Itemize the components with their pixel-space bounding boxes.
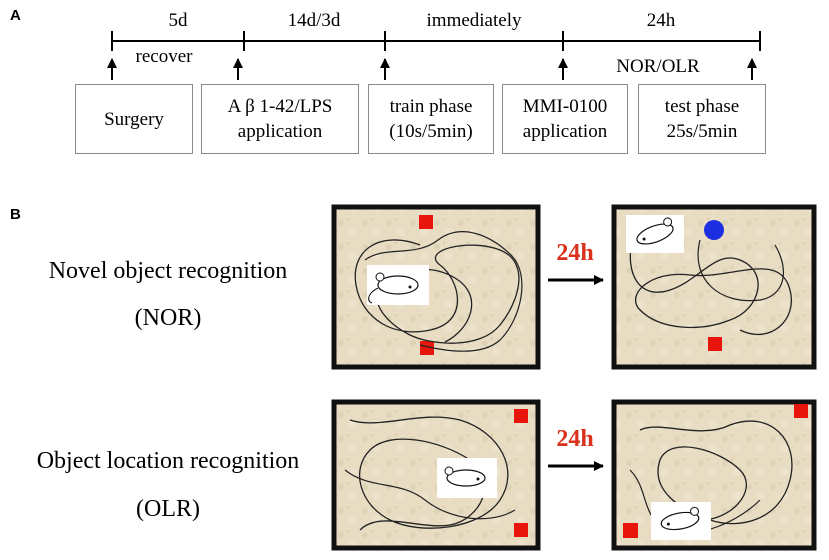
step-line2: 25s/5min (666, 121, 738, 142)
task-name-olr: Object location recognition (36, 448, 300, 474)
arena-olr-test (611, 399, 817, 551)
recover-label: recover (135, 46, 193, 67)
step-line2: (10s/5min) (389, 121, 473, 142)
panel-a-letter: A (10, 7, 21, 24)
delay-label: 24h (556, 426, 594, 452)
object-square-icon (708, 337, 722, 351)
object-square-icon (419, 215, 433, 229)
delay-label: 24h (556, 240, 594, 266)
arena-nor-training (331, 204, 541, 370)
step-box-application: A β 1-42/LPS application (201, 84, 359, 154)
mouse-icon (636, 217, 674, 245)
step-line2: application (522, 121, 608, 142)
step-box-surgery: Surgery (75, 84, 193, 154)
step-box-test: test phase 25s/5min (638, 84, 766, 154)
test-label: NOR/OLR (616, 56, 700, 77)
step-line2: application (237, 121, 323, 142)
duration-label: immediately (426, 10, 522, 31)
mouse-icon (444, 466, 486, 487)
arena-olr-training (331, 399, 541, 551)
object-circle-icon (704, 220, 724, 240)
object-square-icon (514, 409, 528, 423)
object-square-icon (514, 523, 528, 537)
mouse-icon (368, 272, 419, 304)
mouse-icon (660, 506, 700, 531)
task-abbr-olr: (OLR) (136, 496, 200, 522)
step-line1: test phase (664, 96, 740, 117)
task-name-nor: Novel object recognition (48, 258, 288, 284)
step-line1: Surgery (104, 108, 164, 130)
step-box-mmi: MMI-0100 application (502, 84, 628, 154)
step-line1: A β 1-42/LPS (227, 96, 333, 117)
step-box-train: train phase (10s/5min) (368, 84, 494, 154)
task-abbr-nor: (NOR) (134, 305, 202, 331)
arena-nor-test (611, 204, 817, 370)
object-square-icon (623, 523, 638, 538)
duration-label: 5d (168, 10, 188, 31)
object-square-icon (794, 404, 808, 418)
duration-label: 14d/3d (287, 10, 341, 31)
step-line1: train phase (389, 96, 473, 117)
panel-b-letter: B (10, 206, 21, 223)
step-line1: MMI-0100 (522, 96, 608, 117)
object-square-icon (420, 341, 434, 355)
duration-label: 24h (646, 10, 676, 31)
